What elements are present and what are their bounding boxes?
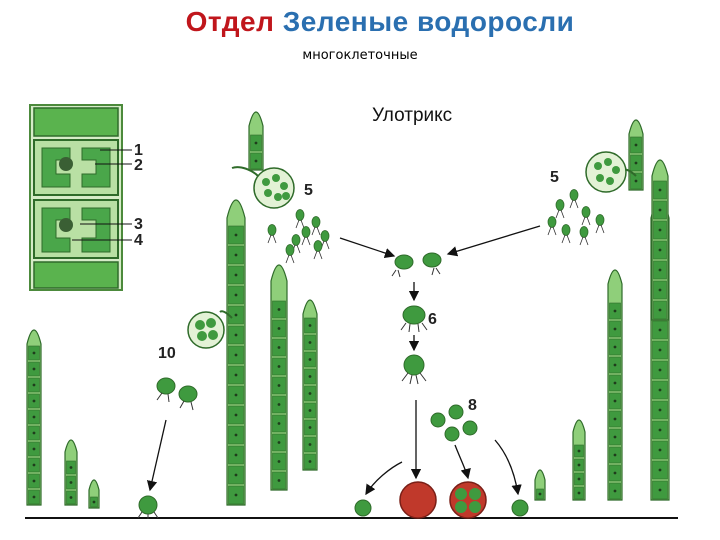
filament-12 bbox=[629, 120, 643, 190]
enlarged-filament-section bbox=[30, 105, 132, 290]
filament-4 bbox=[227, 200, 245, 505]
zoospore-11 bbox=[582, 207, 590, 226]
zoospore-13 bbox=[580, 227, 588, 246]
label-10: 10 bbox=[158, 345, 176, 362]
zoospore-6 bbox=[268, 225, 276, 244]
label-3: 3 bbox=[134, 216, 143, 233]
label-5-left: 5 bbox=[304, 182, 313, 199]
zygote-meiosis bbox=[450, 482, 486, 518]
gamete-fusion bbox=[392, 253, 441, 277]
filament-13 bbox=[652, 160, 668, 320]
filament-7 bbox=[303, 300, 317, 470]
label-4: 4 bbox=[134, 232, 143, 249]
filament-6 bbox=[271, 265, 287, 490]
label-2: 2 bbox=[134, 157, 143, 174]
filament-2 bbox=[65, 440, 77, 505]
filament-3 bbox=[89, 480, 99, 508]
filament-9 bbox=[573, 420, 585, 500]
arrow-zoospores-left-to-fusion bbox=[340, 238, 394, 256]
filament-8 bbox=[535, 470, 545, 500]
zoosporangium-left bbox=[232, 167, 294, 208]
zoospore-12 bbox=[562, 225, 570, 244]
zoospore-15 bbox=[548, 217, 556, 236]
arrows-group bbox=[150, 226, 540, 494]
filament-1 bbox=[27, 330, 41, 505]
forming-zygote bbox=[401, 306, 427, 332]
zoospore-14 bbox=[596, 215, 604, 234]
zoospore-8 bbox=[302, 227, 310, 246]
spores-group bbox=[268, 190, 604, 264]
label-6: 6 bbox=[428, 311, 437, 328]
arrow-to-germling-right bbox=[495, 440, 518, 494]
gametangium-left bbox=[188, 311, 232, 348]
arrow-zoospores-right-to-fusion bbox=[448, 226, 540, 254]
arrow-to-germling-left bbox=[366, 462, 402, 494]
gametes-10 bbox=[157, 378, 197, 410]
zoospore-9 bbox=[556, 200, 564, 219]
zoospore-10 bbox=[570, 190, 578, 209]
label-8: 8 bbox=[468, 397, 477, 414]
arrow-to-meiosis bbox=[455, 445, 468, 478]
zoospore-5 bbox=[314, 241, 322, 260]
label-5-right: 5 bbox=[550, 169, 559, 186]
arrow-gamete-to-germling bbox=[150, 420, 166, 490]
filament-10 bbox=[608, 270, 622, 500]
resting-zygote bbox=[400, 482, 436, 518]
zoospore-2 bbox=[312, 217, 320, 236]
planozygote bbox=[402, 355, 426, 384]
filament-5 bbox=[249, 112, 263, 170]
zoospore-7 bbox=[286, 245, 294, 264]
zoospore-1 bbox=[296, 210, 304, 229]
filaments-group bbox=[27, 112, 669, 508]
